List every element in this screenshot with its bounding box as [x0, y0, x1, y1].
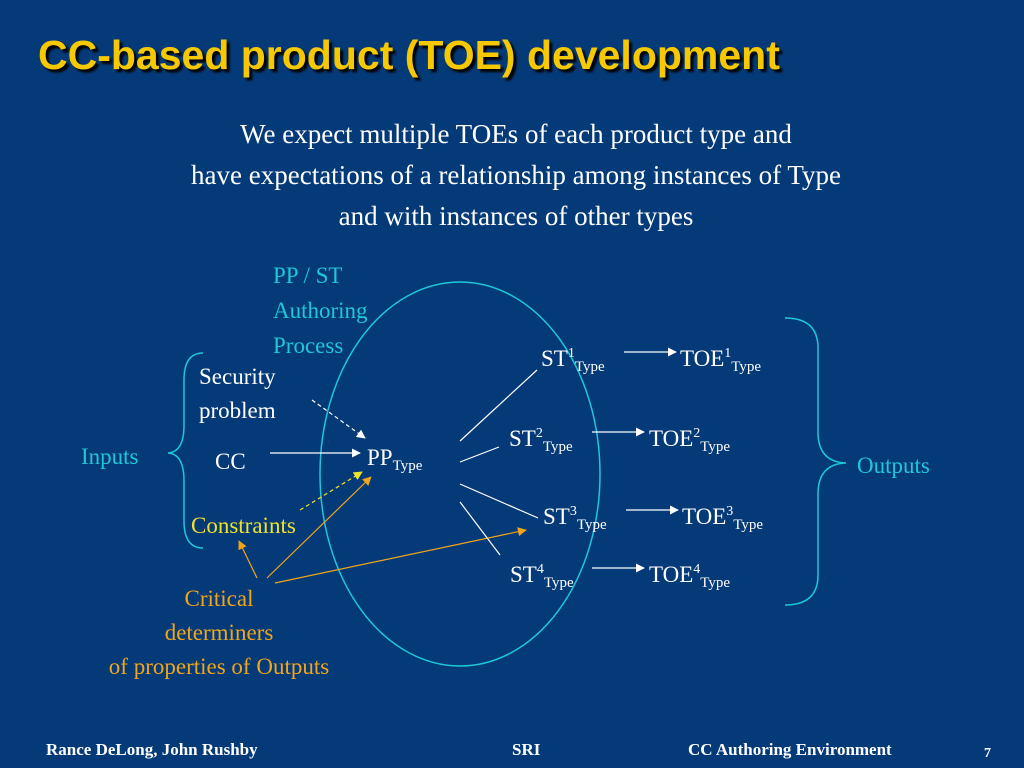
authoring-process-label: PP / ST Authoring Process	[273, 258, 368, 363]
pp-base: PP	[367, 445, 393, 470]
footer-org: SRI	[512, 740, 541, 759]
toe3-label: TOE3Type	[682, 504, 763, 533]
st2-sub: Type	[542, 439, 573, 455]
critical-determiners-label: Critical determiners of properties of Ou…	[60, 582, 378, 684]
constraints-label: Constraints	[191, 513, 296, 538]
toe2-label: TOE2Type	[649, 426, 730, 455]
toe3-sup: 3	[726, 504, 734, 519]
security-to-pp-arrow	[311, 399, 366, 439]
st2-base: ST	[509, 426, 536, 451]
toe3-base: TOE	[682, 504, 727, 529]
outputs-label: Outputs	[857, 453, 930, 478]
pp-type-label: PPType	[367, 445, 422, 474]
critical-to-pp-arrow	[266, 476, 372, 579]
st4-label: ST4Type	[510, 562, 574, 591]
toe1-label: TOE1Type	[680, 346, 761, 375]
st3-sub: Type	[576, 517, 607, 533]
subtitle-line-3: and with instances of other types	[338, 201, 694, 231]
toe2-sub: Type	[700, 439, 731, 455]
footer-page-number: 7	[984, 746, 991, 761]
authoring-process-line-2: Authoring	[273, 298, 368, 323]
outputs-brace	[784, 317, 847, 606]
toe2-sup: 2	[693, 426, 701, 441]
st1-base: ST	[541, 346, 568, 371]
footer-project: CC Authoring Environment	[688, 740, 892, 759]
st1-sup: 1	[567, 346, 575, 361]
constraints-to-pp-arrow	[299, 471, 363, 511]
st3-base: ST	[543, 504, 570, 529]
pp-to-st3-line	[459, 483, 539, 519]
st4-sup: 4	[536, 562, 544, 577]
authoring-process-line-1: PP / ST	[273, 263, 343, 288]
st1-label: ST1Type	[541, 346, 605, 375]
slide-subtitle: We expect multiple TOEs of each product …	[60, 114, 972, 237]
toe3-sub: Type	[733, 517, 764, 533]
slide-title: CC-based product (TOE) development	[38, 32, 780, 78]
toe1-sup: 1	[724, 346, 732, 361]
st1-sub: Type	[574, 359, 605, 375]
security-problem-label: Security problem	[199, 360, 276, 428]
pp-to-st2-line	[459, 446, 500, 463]
security-problem-line-2: problem	[199, 398, 276, 423]
toe4-base: TOE	[649, 562, 694, 587]
toe2-base: TOE	[649, 426, 694, 451]
authoring-process-circle	[319, 281, 601, 667]
st2-label: ST2Type	[509, 426, 573, 455]
critical-line-3: of properties of Outputs	[108, 654, 330, 679]
toe4-label: TOE4Type	[649, 562, 730, 591]
st2-sup: 2	[535, 426, 543, 441]
critical-to-st3-arrow	[274, 527, 527, 584]
st4-sub: Type	[543, 575, 574, 591]
authoring-process-line-3: Process	[273, 333, 344, 358]
security-problem-line-1: Security	[199, 364, 276, 389]
st3-label: ST3Type	[543, 504, 607, 533]
toe1-sub: Type	[731, 359, 762, 375]
toe1-base: TOE	[680, 346, 725, 371]
toe4-sub: Type	[700, 575, 731, 591]
toe4-sup: 4	[693, 562, 701, 577]
subtitle-line-1: We expect multiple TOEs of each product …	[240, 119, 792, 149]
critical-line-1: Critical	[184, 586, 254, 611]
st4-base: ST	[510, 562, 537, 587]
pp-sub: Type	[392, 458, 423, 474]
inputs-brace	[167, 352, 204, 549]
critical-to-constraints-arrow	[238, 540, 258, 579]
inputs-label: Inputs	[81, 444, 139, 469]
cc-label: CC	[215, 449, 246, 474]
pp-to-st4-line	[459, 501, 501, 556]
critical-line-2: determiners	[164, 620, 274, 645]
footer-authors: Rance DeLong, John Rushby	[46, 740, 258, 759]
subtitle-line-2: have expectations of a relationship amon…	[191, 160, 841, 190]
pp-to-st1-line	[459, 369, 538, 442]
st3-sup: 3	[569, 504, 577, 519]
